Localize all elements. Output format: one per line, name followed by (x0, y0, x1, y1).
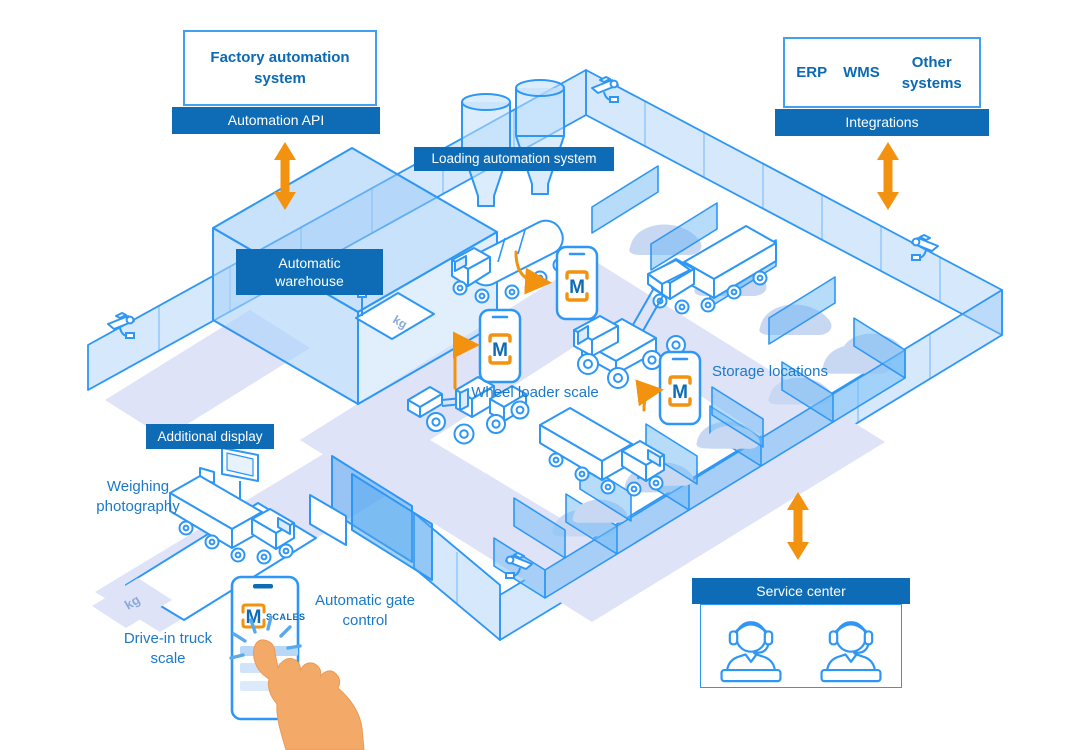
support-agent-icon (720, 620, 782, 683)
phone-storage-icon: M (658, 350, 702, 426)
warehouse-kg-label: kg (391, 312, 410, 331)
wheel-loader-scale-label: Wheel loader scale (471, 384, 599, 401)
logo-mark: M (246, 607, 262, 628)
svg-text:M: M (672, 382, 688, 403)
gate-control-panel (309, 494, 347, 546)
phone-pointer-arrows (453, 250, 664, 412)
integrations-link-arrow (877, 142, 899, 210)
svg-text:M: M (569, 277, 585, 298)
system-other: Other systems (901, 53, 962, 92)
support-agent-icon (820, 620, 882, 683)
service-center-link-arrow (787, 492, 809, 560)
automatic-gate-control-label: Automatic gate control (314, 592, 416, 630)
additional-display-banner: Additional display (146, 424, 274, 449)
external-systems-box: ERP WMS Other systems (783, 37, 981, 108)
mscales-logo: M SCALES (241, 603, 306, 629)
phone-wheel-loader-icon: M (478, 308, 522, 384)
integrations-banner: Integrations (775, 109, 989, 136)
loading-automation-banner: Loading automation system (414, 147, 614, 171)
phone-loading-icon: M (555, 245, 599, 321)
storage-bins-bottom (493, 317, 906, 599)
system-erp: ERP (796, 64, 828, 81)
pointing-hand (253, 639, 365, 750)
automatic-warehouse-banner: Automatic warehouse (236, 249, 383, 295)
logo-name: SCALES (266, 612, 306, 622)
system-wms: WMS (843, 64, 880, 81)
automation-api-banner: Automation API (172, 107, 380, 134)
weighing-photography-label: Weighing photography (96, 478, 180, 516)
tap-burst (229, 615, 302, 660)
svg-text:M: M (492, 340, 508, 361)
storage-locations-label: Storage locations (712, 363, 828, 380)
truck-scale-kg-label: kg (122, 592, 143, 613)
factory-automation-title: Factory automation system (210, 49, 350, 87)
service-center-box (700, 604, 902, 688)
wheel-loader-center (573, 259, 691, 389)
automatic-gate (331, 455, 433, 581)
drive-in-truck-scale-label: Drive-in truck scale (123, 630, 213, 668)
service-center-banner: Service center (692, 578, 910, 604)
factory-automation-box: Factory automation system (183, 30, 377, 106)
